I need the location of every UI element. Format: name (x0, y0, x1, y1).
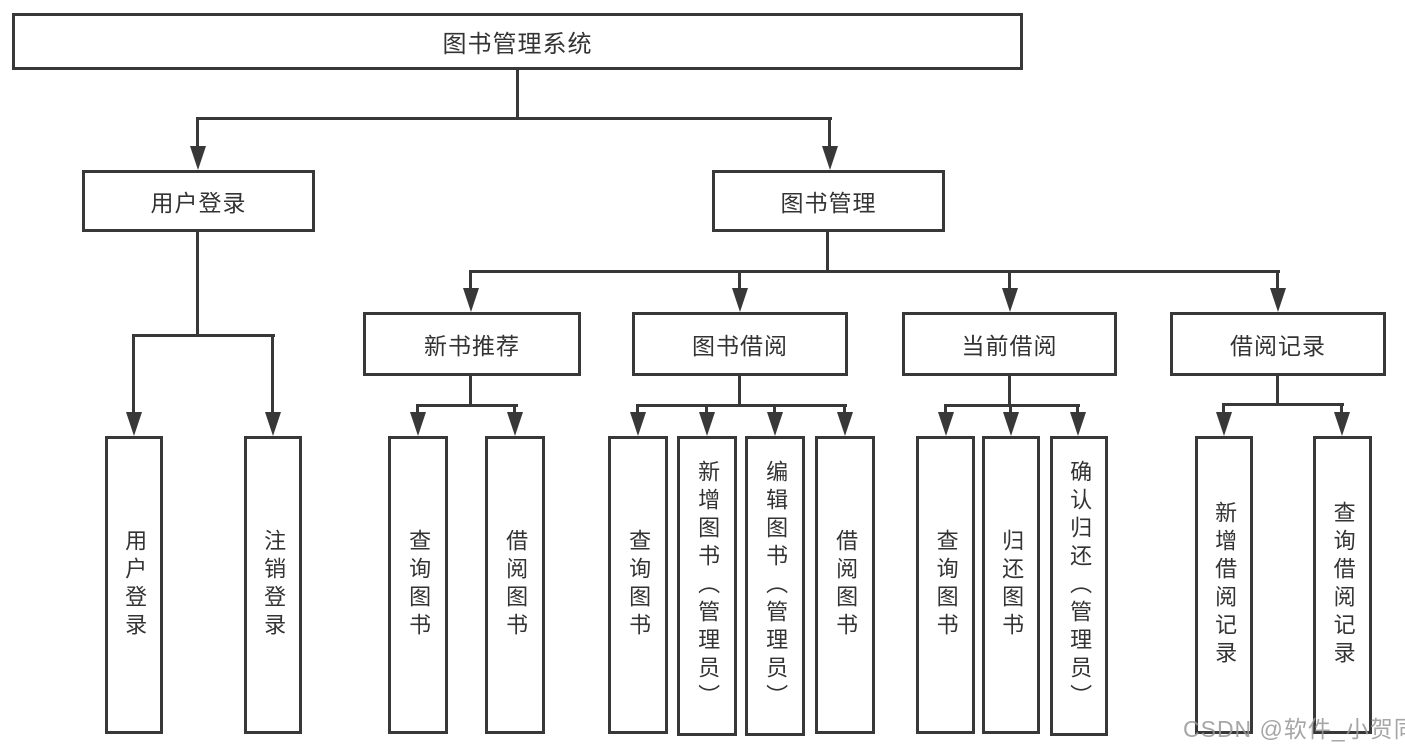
node-new-book-recommend: 新书推荐 (363, 312, 581, 376)
leaf-recommend-query-books: 查询图书 (388, 436, 448, 734)
connector-line (738, 270, 741, 290)
leaf-records-query-record: 查询借阅记录 (1313, 436, 1372, 734)
connector-line (1008, 270, 1011, 290)
connector-line (516, 70, 519, 120)
node-label: 查询图书 (626, 529, 652, 641)
connector-line (636, 404, 639, 414)
csdn-watermark: CSDN @软件_小贺同学 (1183, 716, 1405, 742)
connector-line (469, 376, 472, 407)
connector-line (132, 334, 275, 337)
connector-line (513, 404, 516, 414)
leaf-borrow-query-books: 查询图书 (608, 436, 668, 734)
connector-line (1009, 404, 1012, 414)
node-label: 用户登录 (122, 529, 148, 641)
node-label: 用户登录 (150, 190, 247, 216)
arrowhead-icon (822, 146, 838, 170)
connector-line (469, 270, 1280, 273)
arrowhead-icon (767, 412, 783, 436)
node-label: 当前借阅 (961, 333, 1058, 359)
arrowhead-icon (126, 412, 142, 436)
leaf-user-login: 用户登录 (105, 436, 163, 734)
arrowhead-icon (1334, 412, 1350, 436)
node-label: 新书推荐 (424, 333, 520, 359)
connector-line (1276, 376, 1279, 406)
connector-line (944, 404, 947, 414)
node-label: 图书管理 (780, 190, 877, 216)
connector-line (1008, 376, 1011, 407)
node-label: 借阅图书 (503, 529, 529, 641)
node-library-management-system: 图书管理系统 (12, 13, 1023, 70)
arrowhead-icon (938, 412, 954, 436)
connector-line (416, 404, 419, 414)
arrowhead-icon (463, 288, 479, 312)
node-label: 编辑图书（管理员） (763, 460, 789, 712)
node-label: 查询图书 (933, 529, 959, 641)
connector-line (636, 404, 847, 407)
node-label: 借阅图书 (833, 529, 859, 641)
node-borrow-records: 借阅记录 (1170, 312, 1386, 376)
leaf-records-add-record: 新增借阅记录 (1195, 436, 1253, 734)
leaf-recommend-borrow-books: 借阅图书 (485, 436, 545, 734)
arrowhead-icon (1002, 288, 1018, 312)
arrowhead-icon (1270, 288, 1286, 312)
arrowhead-icon (1003, 412, 1019, 436)
arrowhead-icon (507, 412, 523, 436)
arrowhead-icon (732, 288, 748, 312)
connector-line (196, 117, 199, 149)
connector-line (1340, 403, 1343, 414)
arrowhead-icon (1070, 412, 1086, 436)
connector-line (705, 404, 708, 414)
connector-line (738, 376, 741, 407)
connector-line (132, 334, 135, 414)
arrowhead-icon (1216, 412, 1232, 436)
arrowhead-icon (630, 412, 646, 436)
node-book-borrow: 图书借阅 (632, 312, 848, 376)
connector-line (1222, 403, 1225, 414)
node-label: 注销登录 (261, 529, 287, 641)
leaf-borrow-add-books-admin: 新增图书（管理员） (677, 436, 737, 736)
leaf-borrow-edit-books-admin: 编辑图书（管理员） (745, 436, 805, 736)
leaf-logout: 注销登录 (244, 436, 302, 734)
connector-line (416, 404, 518, 407)
connector-line (1222, 403, 1344, 406)
connector-line (1076, 404, 1079, 414)
arrowhead-icon (699, 412, 715, 436)
node-label: 归还图书 (999, 529, 1025, 641)
connector-line (271, 334, 274, 414)
arrowhead-icon (837, 412, 853, 436)
node-user-login: 用户登录 (82, 170, 315, 232)
node-label: 查询借阅记录 (1330, 501, 1356, 669)
node-label: 查询图书 (406, 529, 432, 641)
connector-line (196, 232, 199, 337)
connector-line (944, 404, 1080, 407)
node-label: 图书管理系统 (442, 31, 593, 58)
node-label: 新增图书（管理员） (695, 460, 721, 712)
node-label: 新增借阅记录 (1212, 501, 1238, 669)
node-book-management: 图书管理 (712, 170, 945, 232)
arrowhead-icon (190, 146, 206, 170)
connector-line (826, 232, 829, 273)
leaf-current-confirm-return-admin: 确认归还（管理员） (1050, 436, 1108, 736)
connector-line (196, 117, 832, 120)
arrowhead-icon (410, 412, 426, 436)
node-current-borrow: 当前借阅 (902, 312, 1117, 376)
node-label: 借阅记录 (1230, 333, 1326, 359)
node-label: 图书借阅 (692, 333, 788, 359)
connector-line (469, 270, 472, 290)
connector-line (828, 117, 831, 149)
leaf-borrow-borrow-books: 借阅图书 (815, 436, 875, 734)
connector-line (843, 404, 846, 414)
arrowhead-icon (265, 412, 281, 436)
connector-line (773, 404, 776, 414)
leaf-current-return-books: 归还图书 (982, 436, 1040, 734)
leaf-current-query-books: 查询图书 (916, 436, 975, 734)
connector-line (1276, 270, 1279, 290)
node-label: 确认归还（管理员） (1067, 460, 1093, 712)
